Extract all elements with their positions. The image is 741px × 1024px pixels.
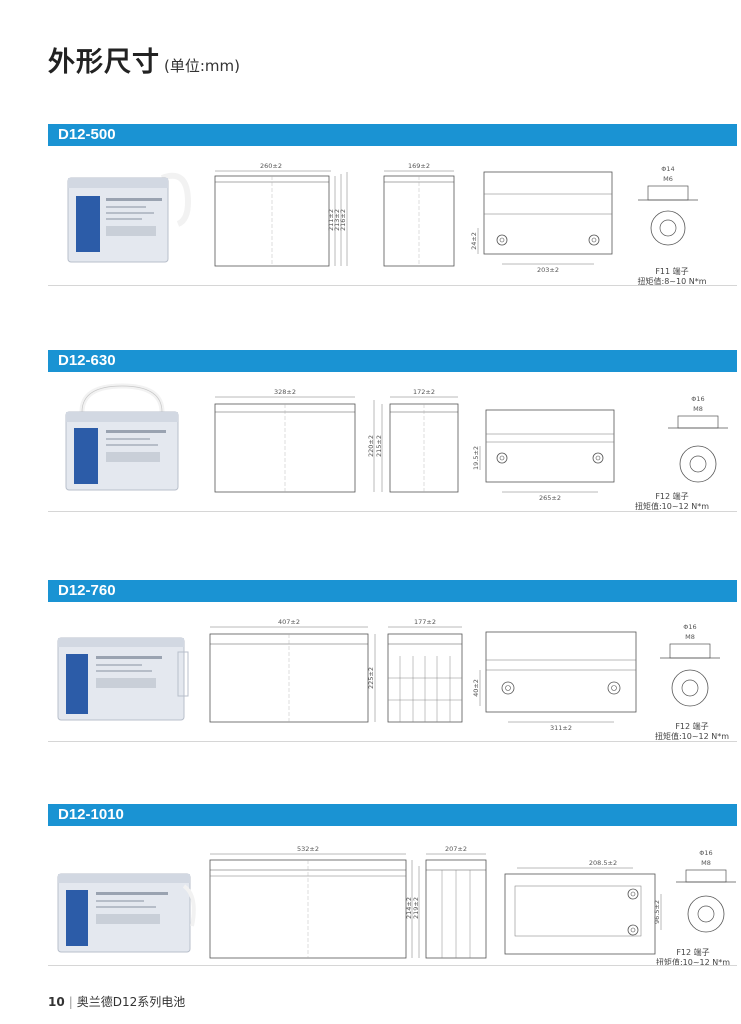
battery-photo [67,172,192,263]
battery-photo [57,873,196,953]
length-dimension: 532±2 [297,845,319,853]
terminal-info: F12 端子 扭矩值:10~12 N*m [646,722,738,742]
height-dimension-1: 225±2 [367,667,375,689]
terminal-bolt-size: M6 [663,175,673,183]
side-view-drawing: 177±2 [387,618,463,723]
model-section-d12-1010: D12-1010 532±2 214±2 219±2 207±2 [48,804,738,968]
top-view-drawing: 24±2 203±2 [470,171,613,274]
model-name-bar: D12-1010 [48,804,737,826]
terminal-drawing: Φ16 M8 [668,395,728,483]
footer-separator: | [68,995,73,1009]
width-dimension: 207±2 [445,845,467,853]
page-title-unit: (单位:mm) [164,57,240,75]
terminal-height-dimension: 19.5±2 [472,446,480,470]
terminal-hole-diameter: Φ16 [699,849,712,857]
terminal-spacing-dimension: 311±2 [550,724,572,732]
front-view-drawing: 532±2 [209,845,407,959]
width-dimension: 169±2 [408,162,430,170]
side-view-drawing: 214±2 219±2 207±2 [405,845,487,959]
side-view-drawing: 169±2 [383,162,455,267]
front-view-drawing: 260±2 211±2 213±2 216±2 [214,162,348,267]
page-footer: 10|奥兰德D12系列电池 [48,993,185,1010]
model-name-bar: D12-500 [48,124,737,146]
model-section-d12-760: D12-760 407±2 225±2 177±2 [48,580,737,742]
height-dimension-1: 211±2 [327,209,335,231]
length-dimension: 260±2 [260,162,282,170]
terminal-torque: 扭矩值:10~12 N*m [655,958,731,967]
section-divider [48,285,737,286]
terminal-height-dimension: 40±2 [472,679,480,697]
battery-photo [65,383,179,491]
front-view-drawing: 407±2 225±2 [209,618,376,723]
section-divider [48,965,737,966]
terminal-torque: 扭矩值:8~10 N*m [637,277,707,286]
terminal-hole-diameter: Φ16 [691,395,704,403]
terminal-drawing: Φ16 M8 [676,849,736,933]
terminal-drawing: Φ14 M6 [638,165,698,246]
section-divider [48,511,737,512]
section-divider [48,741,737,742]
terminal-spacing-dimension: 265±2 [539,494,561,502]
terminal-spacing-dimension: 203±2 [537,266,559,274]
top-view-drawing: 208.5±2 96.5±2 [504,859,662,955]
model-section-d12-630: D12-630 328±2 220±2 215±2 172±2 [48,350,737,512]
top-view-drawing: 40±2 311±2 [472,631,637,732]
width-dimension: 172±2 [413,388,435,396]
terminal-name: F12 端子 [676,948,710,957]
height-dimension-1: 214±2 [405,897,413,919]
terminal-drawing: Φ16 M8 [660,623,720,707]
footer-series-name: 奥兰德D12系列电池 [76,995,186,1009]
height-dimension-2: 215±2 [375,435,383,457]
terminal-info: F11 端子 扭矩值:8~10 N*m [622,267,722,287]
length-dimension: 328±2 [274,388,296,396]
page-title: 外形尺寸(单位:mm) [48,40,240,79]
height-dimension-3: 216±2 [339,209,347,231]
page-number: 10 [48,995,65,1009]
height-dimension-2: 213±2 [333,209,341,231]
model-section-d12-500: D12-500 260±2 211±2 213±2 216±2 [48,124,737,286]
terminal-spacing-dimension: 208.5±2 [589,859,617,867]
model-name-bar: D12-630 [48,350,737,372]
terminal-height-dimension: 96.5±2 [653,900,661,924]
side-view-drawing: 220±2 215±2 172±2 [367,388,459,493]
terminal-bolt-size: M8 [693,405,703,413]
terminal-name: F12 端子 [675,722,709,731]
terminal-hole-diameter: Φ14 [661,165,674,173]
height-dimension-2: 219±2 [412,897,420,919]
terminal-bolt-size: M8 [701,859,711,867]
battery-photo [57,637,189,721]
terminal-hole-diameter: Φ16 [683,623,696,631]
terminal-info: F12 端子 扭矩值:10~12 N*m [622,492,722,512]
front-view-drawing: 328±2 [214,388,356,493]
terminal-bolt-size: M8 [685,633,695,641]
terminal-torque: 扭矩值:10~12 N*m [634,502,710,511]
page-title-text: 外形尺寸 [48,47,160,78]
model-name-bar: D12-760 [48,580,737,602]
length-dimension: 407±2 [278,618,300,626]
terminal-torque: 扭矩值:10~12 N*m [654,732,730,741]
terminal-info: F12 端子 扭矩值:10~12 N*m [648,948,738,968]
width-dimension: 177±2 [414,618,436,626]
top-view-drawing: 19.5±2 265±2 [472,409,615,502]
terminal-height-dimension: 24±2 [470,232,478,250]
terminal-name: F11 端子 [655,267,689,276]
height-dimension-1: 220±2 [367,435,375,457]
terminal-name: F12 端子 [655,492,689,501]
